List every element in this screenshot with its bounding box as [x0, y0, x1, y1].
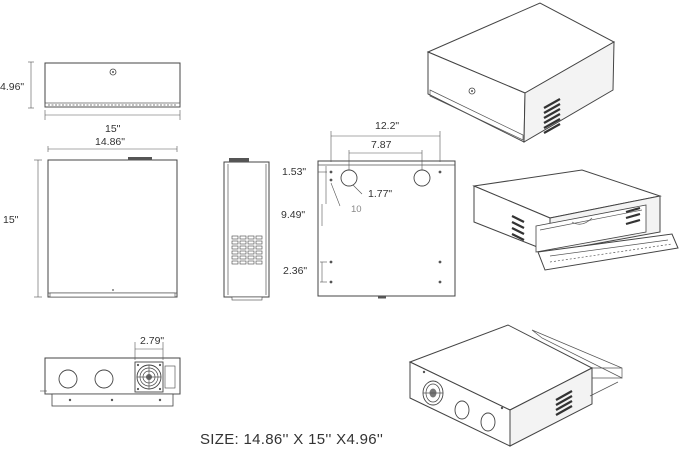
iso-closed-view: [426, 2, 616, 143]
front-view: [28, 61, 181, 120]
top-depth-label: 15": [3, 214, 19, 226]
fan-width-label: 2.79": [140, 335, 165, 347]
fan-icon: [422, 380, 444, 406]
bottom-offset-label: 2.36": [283, 265, 308, 277]
hole-count-label: 10: [351, 204, 362, 215]
hole-diameter-label: 1.77": [368, 188, 393, 200]
top-offset-label: 1.53": [282, 166, 307, 178]
cable-hole-icon: [58, 369, 78, 389]
hole-spacing-label: 7.87: [371, 139, 392, 151]
back-view: [317, 131, 456, 299]
vent-icon: [543, 98, 561, 134]
side-view: [223, 158, 270, 301]
iso-open-view: [472, 169, 679, 271]
top-width-label: 14.86": [95, 136, 126, 148]
side-vent-icon: [231, 235, 263, 265]
front-width-label: 15": [105, 123, 121, 135]
size-caption: SIZE: 14.86'' X 15'' X4.96'': [200, 431, 384, 448]
front-height-label: 4.96": [0, 81, 25, 93]
cable-hole-icon: [94, 369, 114, 389]
fan-icon: [134, 361, 164, 393]
cable-hole-icon: [480, 412, 496, 432]
cable-hole-right-icon: [413, 169, 431, 187]
back-span-label: 12.2": [375, 120, 400, 132]
vent-icon: [555, 390, 573, 416]
iso-rear-view: [408, 324, 623, 447]
cable-hole-icon: [454, 400, 470, 420]
bottom-view: [40, 342, 181, 407]
vent-icon: [511, 215, 525, 241]
top-view: [34, 146, 178, 298]
cable-hole-left-icon: [340, 169, 358, 187]
mid-span-label: 9.49": [281, 209, 306, 221]
vent-icon: [625, 206, 641, 226]
